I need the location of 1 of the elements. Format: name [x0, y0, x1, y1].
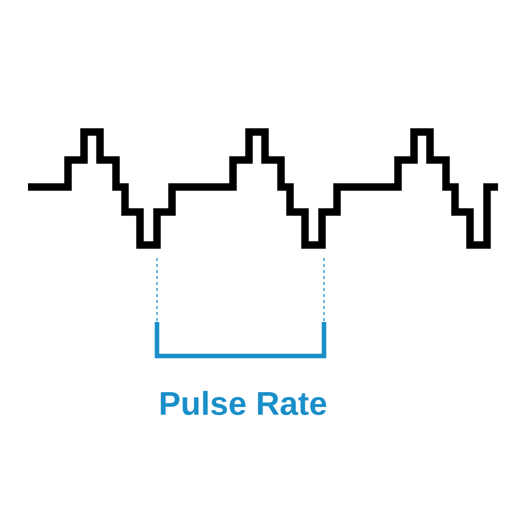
dimension-label: Pulse Rate	[160, 390, 326, 416]
